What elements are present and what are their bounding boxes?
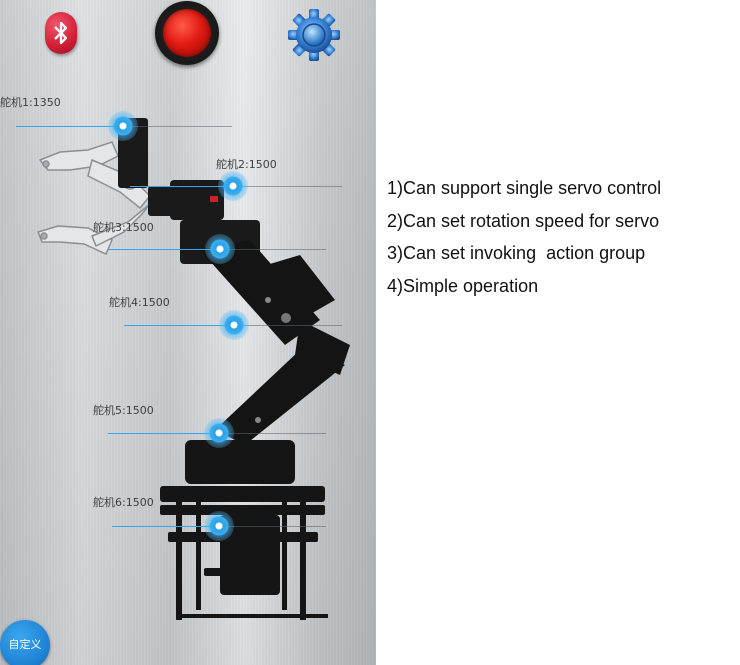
base-servo	[160, 440, 328, 620]
servo-3-label: 舵机3:1500	[93, 221, 154, 234]
servo-4-label: 舵机4:1500	[109, 296, 170, 309]
servo-5-fill	[108, 433, 219, 434]
servo-4-fill	[124, 325, 234, 326]
servo-2-fill	[130, 186, 233, 187]
bluetooth-icon[interactable]	[45, 12, 77, 54]
servo-3-fill	[108, 249, 220, 250]
feature-list: 1)Can support single servo control 2)Can…	[387, 175, 661, 305]
servo-2-knob[interactable]	[218, 171, 248, 201]
upper-arm	[200, 240, 350, 445]
servo-6-label: 舵机6:1500	[93, 496, 154, 509]
feature-item-2: 2)Can set rotation speed for servo	[387, 210, 660, 231]
settings-button[interactable]	[287, 8, 341, 62]
servo-1-label: 舵机1:1350	[0, 96, 61, 109]
servo-6-fill	[112, 526, 219, 527]
bluetooth-glyph-icon	[54, 21, 68, 45]
power-icon	[163, 9, 211, 57]
gear-icon	[288, 9, 340, 61]
gripper-claw	[36, 141, 152, 255]
servo-2-label: 舵机2:1500	[216, 158, 277, 171]
feature-item-3: 3)Can set invoking action group	[387, 243, 646, 263]
servo-1-knob[interactable]	[108, 111, 138, 141]
servo-5-knob[interactable]	[204, 418, 234, 448]
feature-item-1: 1)Can support single servo control	[387, 178, 662, 198]
servo-5-label: 舵机5:1500	[93, 404, 154, 417]
app-screen: 舵机1:1350 舵机2:1500 舵机3:1500 舵机4:1500 舵机5:…	[0, 0, 376, 665]
servo-1-fill	[16, 126, 123, 127]
servo-4-knob[interactable]	[219, 310, 249, 340]
power-button[interactable]	[155, 1, 219, 65]
feature-item-4: 4)Simple operation	[387, 275, 539, 296]
servo-3-knob[interactable]	[205, 234, 235, 264]
servo-6-knob[interactable]	[204, 511, 234, 541]
custom-action-button[interactable]: 自定义	[0, 620, 50, 665]
